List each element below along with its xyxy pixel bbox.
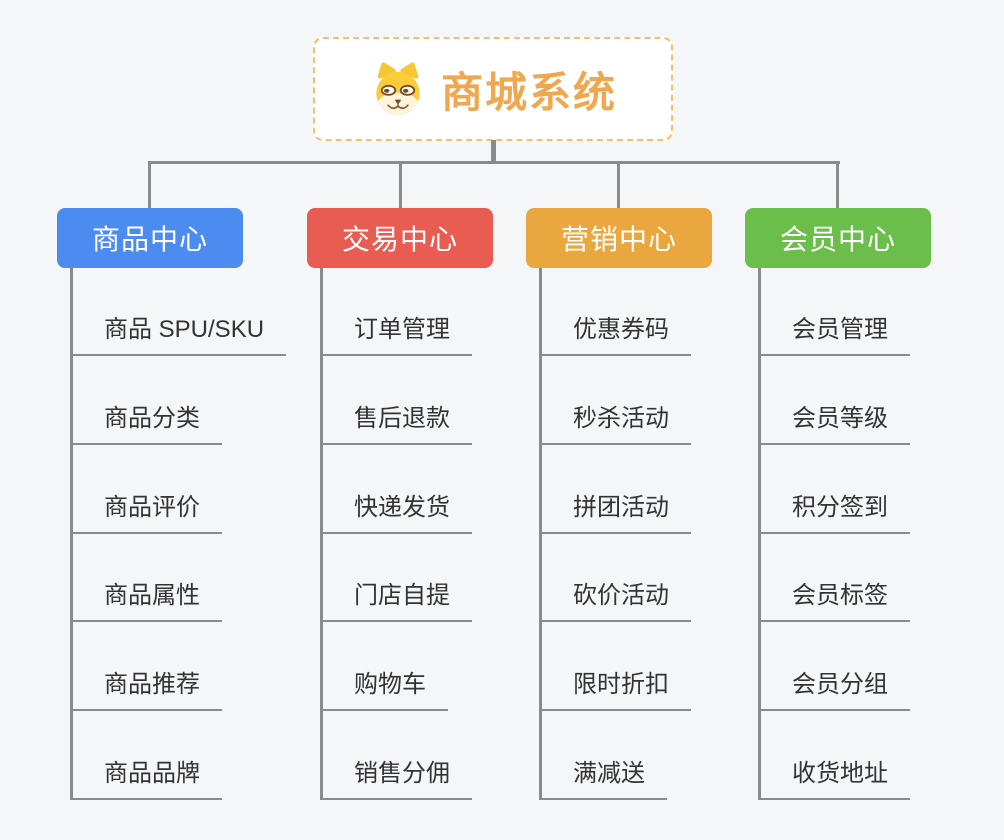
leaf-node[interactable]: 会员管理 <box>760 314 910 356</box>
leaf-node[interactable]: 售后退款 <box>322 403 472 445</box>
branch-label: 会员中心 <box>779 224 896 255</box>
branch-trunk-line <box>70 268 73 800</box>
leaf-node[interactable]: 积分签到 <box>760 492 910 534</box>
leaf-node[interactable]: 商品分类 <box>72 403 222 445</box>
root-node[interactable]: 商城系统 <box>313 37 673 141</box>
leaf-node[interactable]: 限时折扣 <box>541 669 691 711</box>
branch-trunk-line <box>539 268 542 800</box>
branch-node-product-center[interactable]: 商品中心 <box>57 208 243 268</box>
leaf-node[interactable]: 订单管理 <box>322 314 472 356</box>
leaf-node[interactable]: 销售分佣 <box>322 758 472 800</box>
connector-drop-marketing <box>617 161 620 208</box>
branch-label: 商品中心 <box>91 224 208 255</box>
leaf-node[interactable]: 秒杀活动 <box>541 403 691 445</box>
leaf-node[interactable]: 购物车 <box>322 669 448 711</box>
leaf-node[interactable]: 商品评价 <box>72 492 222 534</box>
leaf-node[interactable]: 会员分组 <box>760 669 910 711</box>
leaf-node[interactable]: 拼团活动 <box>541 492 691 534</box>
leaf-node[interactable]: 商品属性 <box>72 580 222 622</box>
dog-face-icon <box>369 61 427 117</box>
leaf-node[interactable]: 会员等级 <box>760 403 910 445</box>
leaf-node[interactable]: 商品品牌 <box>72 758 222 800</box>
connector-horizontal <box>149 161 840 164</box>
connector-root-stub <box>491 140 496 164</box>
connector-drop-trade <box>399 161 402 208</box>
leaf-node[interactable]: 满减送 <box>541 758 667 800</box>
branch-label: 营销中心 <box>560 224 677 255</box>
root-node-title: 商城系统 <box>440 68 617 116</box>
leaf-node[interactable]: 砍价活动 <box>541 580 691 622</box>
connector-drop-member <box>836 161 839 208</box>
branch-node-trade-center[interactable]: 交易中心 <box>307 208 493 268</box>
branch-node-member-center[interactable]: 会员中心 <box>745 208 931 268</box>
branch-trunk-line <box>758 268 761 800</box>
leaf-node[interactable]: 会员标签 <box>760 580 910 622</box>
leaf-node[interactable]: 商品 SPU/SKU <box>72 314 287 356</box>
branch-label: 交易中心 <box>341 224 458 255</box>
leaf-node[interactable]: 收货地址 <box>760 758 910 800</box>
branch-trunk-line <box>320 268 323 800</box>
leaf-node[interactable]: 优惠券码 <box>541 314 691 356</box>
leaf-node[interactable]: 快递发货 <box>322 492 472 534</box>
connector-drop-product <box>148 161 151 208</box>
leaf-node[interactable]: 门店自提 <box>322 580 472 622</box>
leaf-node[interactable]: 商品推荐 <box>72 669 222 711</box>
branch-node-marketing-center[interactable]: 营销中心 <box>526 208 712 268</box>
